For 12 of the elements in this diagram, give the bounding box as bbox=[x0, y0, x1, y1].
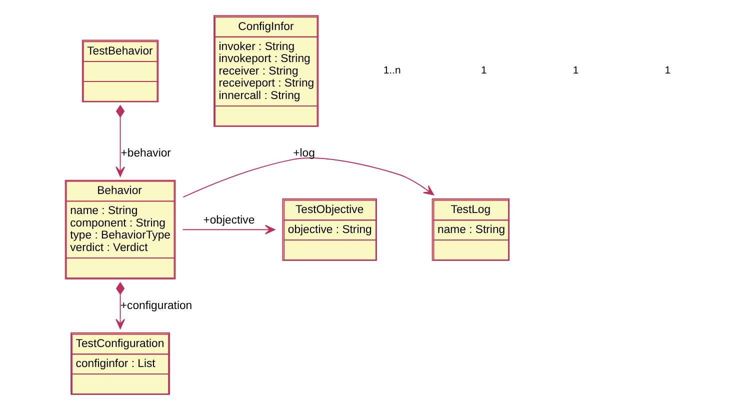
label: 1 bbox=[572, 66, 579, 77]
arrow bbox=[182, 158, 434, 198]
label: 1 bbox=[481, 66, 487, 77]
edge-label: +objective bbox=[203, 214, 255, 227]
label: 1 bbox=[664, 66, 671, 77]
arrow bbox=[116, 104, 126, 177]
edge-label: +behavior bbox=[120, 147, 171, 160]
arrow bbox=[182, 224, 276, 234]
arrow bbox=[116, 282, 126, 330]
label: 1..n bbox=[383, 66, 401, 77]
edge-label: +configuration bbox=[120, 300, 192, 312]
edge-label: +log bbox=[293, 147, 315, 160]
